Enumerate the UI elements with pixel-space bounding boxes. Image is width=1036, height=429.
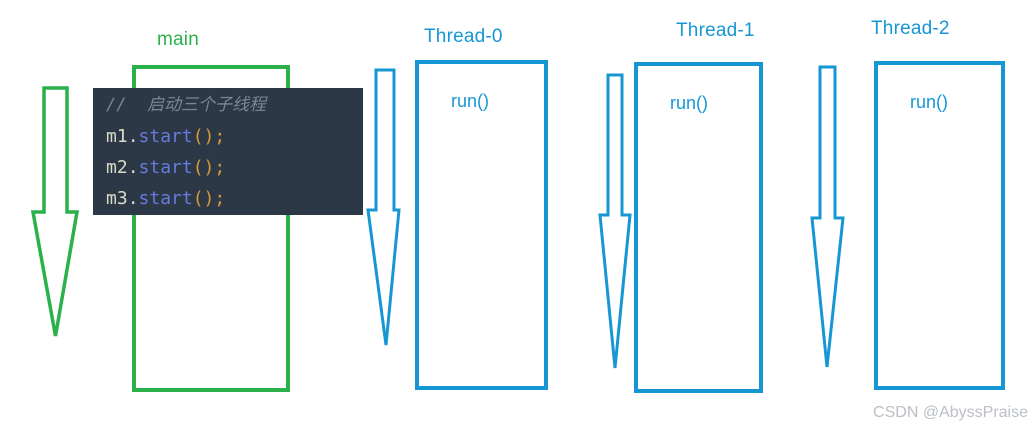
thread-2-run-method: run() — [910, 92, 949, 112]
thread-0-run-method: run() — [451, 91, 490, 111]
code-token-call: (); — [192, 126, 226, 147]
code-line: m1.start(); — [106, 121, 363, 152]
code-token-object: m3 — [106, 188, 128, 209]
code-token-call: (); — [192, 188, 226, 209]
watermark: CSDN @AbyssPraise — [873, 404, 1028, 421]
code-token-dot: . — [127, 126, 139, 147]
code-token-method: start — [138, 126, 193, 147]
thread-1-label: Thread-1 — [676, 20, 755, 41]
thread-0-execution-arrow-icon — [366, 68, 401, 346]
code-token-method: start — [138, 157, 193, 178]
code-snippet: // 启动三个子线程 m1.start(); m2.start(); m3.st… — [93, 88, 363, 215]
thread-0-box: run() — [415, 60, 548, 390]
main-lane-label: main — [157, 29, 199, 50]
thread-1-box: run() — [634, 62, 763, 393]
thread-1-execution-arrow-icon — [598, 73, 632, 369]
code-comment: // 启动三个子线程 — [106, 95, 266, 115]
code-token-object: m1 — [106, 126, 128, 147]
code-line: m2.start(); — [106, 152, 363, 183]
code-token-method: start — [138, 188, 193, 209]
code-token-dot: . — [127, 157, 139, 178]
thread-2-box: run() — [874, 61, 1005, 390]
thread-1-run-method: run() — [670, 93, 709, 113]
code-token-dot: . — [127, 188, 139, 209]
main-lane-box — [132, 65, 290, 392]
code-token-object: m2 — [106, 157, 128, 178]
thread-2-execution-arrow-icon — [810, 65, 845, 368]
thread-2-label: Thread-2 — [871, 18, 950, 39]
code-line: m3.start(); — [106, 183, 363, 214]
thread-0-label: Thread-0 — [424, 26, 503, 47]
code-token-call: (); — [192, 157, 226, 178]
main-execution-arrow-icon — [30, 86, 80, 337]
